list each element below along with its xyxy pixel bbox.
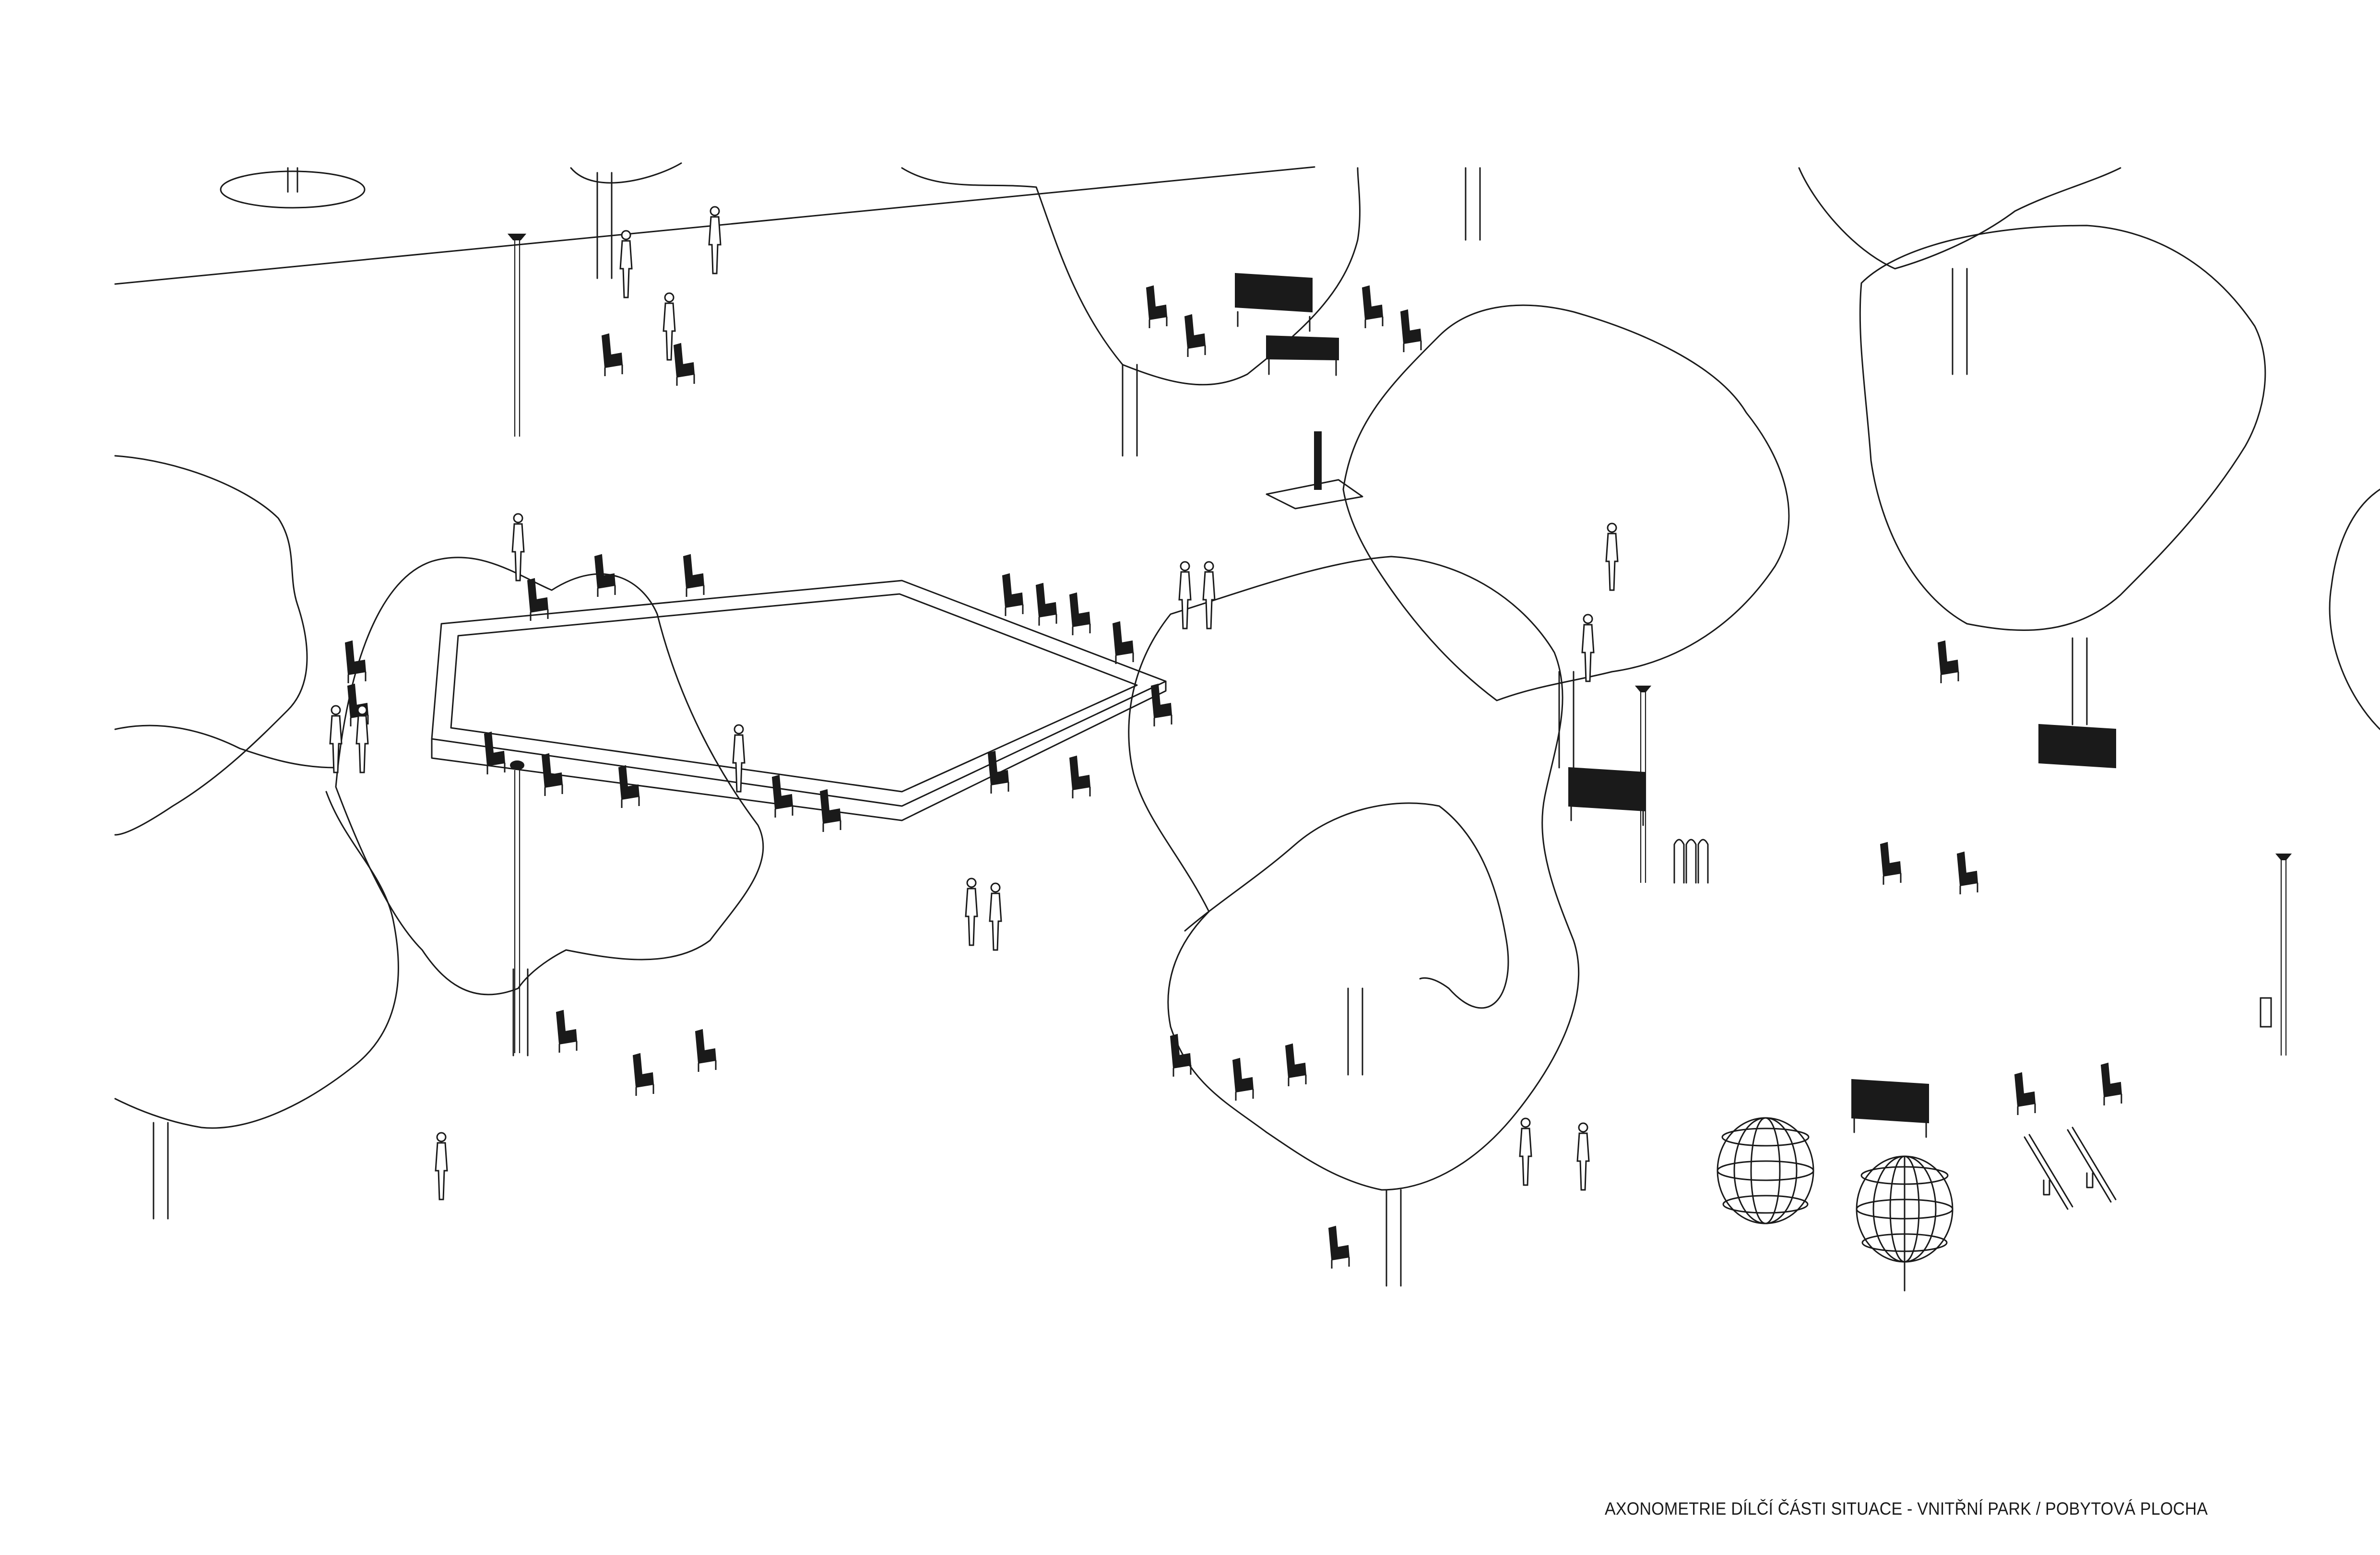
tree-canopy [1342, 304, 1790, 769]
climbing-sphere [1856, 1155, 1954, 1292]
street-lamp [507, 234, 527, 437]
drawing-caption: AXONOMETRIE DÍLČÍ ČÁSTI SITUACE - VNITŘN… [1605, 1499, 2208, 1519]
bench [2038, 724, 2116, 769]
tree-canopy [1798, 167, 2266, 725]
seesaw [2024, 1134, 2073, 1210]
tree-canopy [2329, 488, 2380, 730]
tree-canopy [335, 557, 764, 1056]
bench [1568, 767, 1646, 826]
people [329, 206, 1619, 1200]
pentagonal-water-basin [431, 580, 1167, 821]
bench [1266, 335, 1339, 376]
bench [1235, 273, 1313, 332]
tree-canopy [1128, 556, 1580, 1287]
drinking-fountain [1266, 431, 1363, 510]
tree-canopy [114, 455, 399, 1220]
climbing-sphere [1717, 1117, 1814, 1224]
street-lamp [510, 760, 524, 1053]
lounge-chairs [344, 285, 2122, 1270]
tree-trunks-top [596, 167, 1481, 279]
bicycle-rack [1673, 839, 1709, 884]
street-lamp [2260, 854, 2292, 1056]
bench [1851, 1079, 1929, 1138]
tree-canopy [570, 162, 1361, 457]
planter-ellipse [220, 167, 366, 209]
seesaw [2067, 1127, 2117, 1203]
